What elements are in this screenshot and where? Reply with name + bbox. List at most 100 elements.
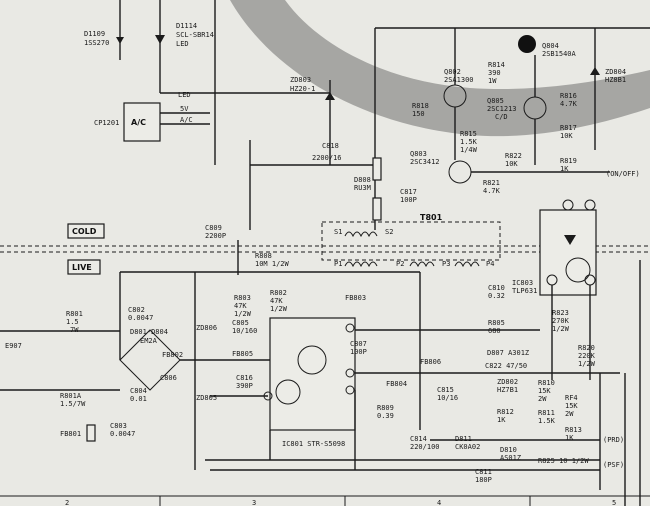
ic803-led-icon	[564, 235, 576, 245]
fb802-label: FB802	[162, 351, 183, 359]
r802-val: 47K	[270, 297, 283, 305]
c805-label: C805	[232, 319, 249, 327]
r825-label: R825 10 1/2W	[538, 457, 589, 465]
psf-label: (PSF)	[603, 461, 624, 469]
ic803-phototransistor-icon	[565, 257, 591, 283]
r815-label: R815	[460, 130, 477, 138]
r808-val: 10M 1/2W	[255, 260, 290, 268]
d811-part: CK0A02	[455, 443, 480, 451]
r803-val: 47K	[234, 302, 247, 310]
d808-label: D808	[354, 176, 371, 184]
r822-label: R822	[505, 152, 522, 160]
ic801-driver-transistor-icon	[297, 345, 327, 375]
zd804-part: HZ8B1	[605, 76, 626, 84]
d808-part: RU3M	[354, 184, 371, 192]
r816-label: R816	[560, 92, 577, 100]
r820-label: R820	[578, 344, 595, 352]
c810-label: C810	[488, 284, 505, 292]
r821-label: R821	[483, 179, 500, 187]
t801-secondary-coil	[344, 231, 378, 238]
c815-val: 10/16	[437, 394, 458, 402]
t801-coil-p3	[409, 261, 435, 268]
ic801-label: IC801 STR-S5098	[282, 440, 345, 448]
d801-part: EM2A	[140, 337, 158, 345]
c807-label: C807	[350, 340, 367, 348]
grid-col-2: 2	[65, 499, 69, 506]
q802-label: Q802	[444, 68, 461, 76]
grid-col-5: 5	[612, 499, 616, 506]
d1114-led: LED	[176, 40, 189, 48]
r821-val: 4.7K	[483, 187, 501, 195]
cp1201-label: CP1201	[94, 119, 119, 127]
rf4-label: RF4	[565, 394, 578, 402]
r810-label: R810	[538, 379, 555, 387]
d1114-part: SCL-SBR14	[176, 31, 214, 39]
label-ac: A/C	[180, 116, 193, 124]
ic801-pin-4	[345, 368, 355, 378]
r823-val: 270K	[552, 317, 570, 325]
c816-label: C816	[236, 374, 253, 382]
r817-val: 10K	[560, 132, 573, 140]
r820-w: 1/2W	[578, 360, 596, 368]
rf4-w: 2W	[565, 410, 574, 418]
zd803-icon	[325, 92, 335, 100]
e907-label: E907	[5, 342, 22, 350]
ic803-pin-1	[584, 199, 596, 211]
c807-val: 100P	[350, 348, 367, 356]
f809-bead	[372, 157, 382, 181]
r803-label: R803	[234, 294, 251, 302]
ic801-power-transistor-icon	[275, 379, 301, 405]
d810-part: AS01Z	[500, 454, 521, 462]
grid-col-4: 4	[437, 499, 441, 506]
label-5v: 5V	[180, 105, 189, 113]
ic801-pin-1	[345, 323, 355, 333]
zd806b-label: ZD805	[196, 394, 217, 402]
t801-p2: P2	[396, 260, 404, 268]
c814-label: C814	[410, 435, 427, 443]
r801a-label: R801A	[60, 392, 82, 400]
ac-block-label: A/C	[131, 118, 146, 127]
cold-region-label: COLD	[72, 227, 97, 236]
ic803-label: IC803	[512, 279, 533, 287]
r808-label: R808	[255, 252, 272, 260]
r820-val: 220K	[578, 352, 596, 360]
r803-w: 1/2W	[234, 310, 252, 318]
zd804-label: ZD804	[605, 68, 626, 76]
live-region-box	[67, 259, 101, 275]
t801-s1: S1	[334, 228, 342, 236]
q805-part: 2SC1213	[487, 105, 517, 113]
c815-label: C815	[437, 386, 454, 394]
zd802-label: ZD802	[497, 378, 518, 386]
r802-w: 1/2W	[270, 305, 288, 313]
r811-val: 1.5K	[538, 417, 556, 425]
c810-val: 0.32	[488, 292, 505, 300]
t801-primary-coil	[344, 261, 378, 268]
prd-label: (PRD)	[603, 436, 624, 444]
c804-label: C804	[130, 387, 147, 395]
r816-val: 4.7K	[560, 100, 578, 108]
q804-label: Q804	[542, 42, 559, 50]
c802-label: C802	[128, 306, 145, 314]
fb806-label: FB806	[420, 358, 441, 366]
fb801-bead	[86, 424, 96, 442]
ic801-pin-2	[345, 385, 355, 395]
r810-val: 15K	[538, 387, 551, 395]
ic803-block	[539, 209, 597, 296]
fb804-label: FB804	[386, 380, 407, 388]
c806-label: C806	[160, 374, 177, 382]
t801-p1: P1	[334, 260, 342, 268]
c803-val: 0.0047	[110, 430, 135, 438]
t801-outline	[321, 221, 501, 261]
r818-val: 150	[412, 110, 425, 118]
d1109-label: D1109	[84, 30, 105, 38]
r805-label: R805	[488, 319, 505, 327]
led-diode-icon	[155, 35, 165, 44]
r815-w: 1/4W	[460, 146, 478, 154]
c811-val: 180P	[475, 476, 492, 484]
c802-val: 0.0047	[128, 314, 153, 322]
ac-block	[123, 102, 161, 142]
r805-val: 680	[488, 327, 501, 335]
r809-label: R809	[377, 404, 394, 412]
